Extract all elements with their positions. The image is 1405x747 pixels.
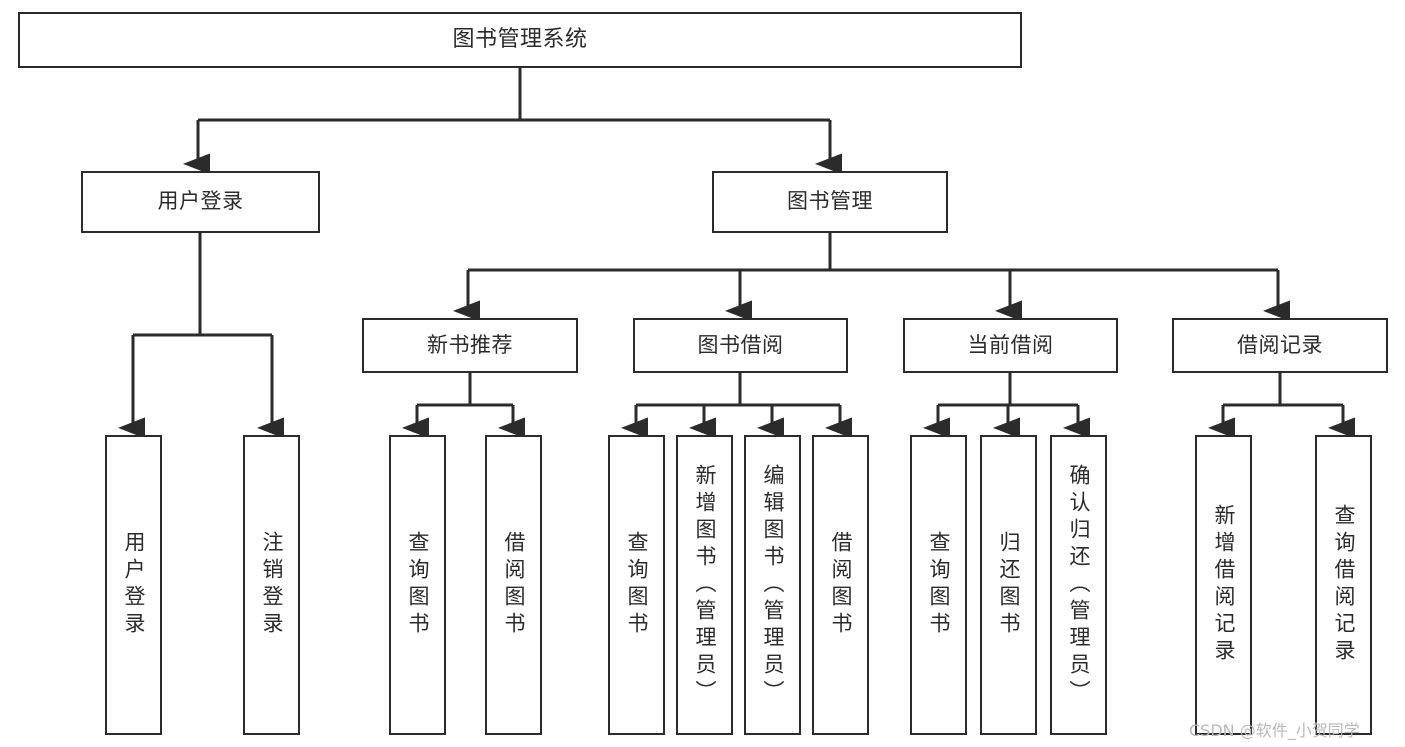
node-label: 查询图书 — [406, 531, 430, 639]
node-label: 注销登录 — [260, 531, 284, 639]
node-label: 新增图书（管理员） — [693, 463, 717, 707]
leaf-new-book-borrow[interactable]: 借阅图书 — [485, 435, 542, 735]
leaf-record-add-record[interactable]: 新增借阅记录 — [1195, 435, 1252, 735]
node-borrow-record[interactable]: 借阅记录 — [1172, 318, 1388, 373]
node-label: 新增借阅记录 — [1212, 504, 1236, 666]
node-label: 借阅图书 — [502, 531, 526, 639]
node-label: 当前借阅 — [967, 332, 1054, 357]
node-label: 编辑图书（管理员） — [761, 463, 785, 707]
leaf-current-query-book[interactable]: 查询图书 — [910, 435, 967, 735]
node-label: 图书管理系统 — [452, 26, 588, 52]
node-label: 查询图书 — [927, 531, 951, 639]
leaf-borrow-query-book[interactable]: 查询图书 — [608, 435, 665, 735]
node-label: 归还图书 — [997, 531, 1021, 639]
leaf-borrow-edit-book-admin[interactable]: 编辑图书（管理员） — [744, 435, 801, 735]
leaf-borrow-add-book-admin[interactable]: 新增图书（管理员） — [676, 435, 733, 735]
node-label: 借阅图书 — [829, 531, 853, 639]
leaf-record-query-record[interactable]: 查询借阅记录 — [1315, 435, 1372, 735]
leaf-current-confirm-return-admin[interactable]: 确认归还（管理员） — [1050, 435, 1107, 735]
node-label: 用户登录 — [122, 531, 146, 639]
node-label: 查询借阅记录 — [1332, 504, 1356, 666]
node-new-book-recommend[interactable]: 新书推荐 — [362, 318, 578, 373]
node-book-borrow[interactable]: 图书借阅 — [633, 318, 848, 373]
node-label: 确认归还（管理员） — [1067, 463, 1091, 707]
leaf-user-login-logout[interactable]: 注销登录 — [243, 435, 300, 735]
node-label: 图书管理 — [787, 189, 873, 214]
leaf-current-return-book[interactable]: 归还图书 — [980, 435, 1037, 735]
node-user-login[interactable]: 用户登录 — [81, 171, 320, 233]
leaf-new-book-query[interactable]: 查询图书 — [389, 435, 446, 735]
node-current-borrow[interactable]: 当前借阅 — [903, 318, 1118, 373]
node-root-system[interactable]: 图书管理系统 — [18, 12, 1022, 68]
node-label: 查询图书 — [625, 531, 649, 639]
node-label: 用户登录 — [157, 189, 244, 214]
node-label: 图书借阅 — [697, 332, 784, 357]
node-book-management[interactable]: 图书管理 — [712, 171, 948, 233]
watermark-text: CSDN @软件_小贺同学 — [1189, 721, 1360, 740]
leaf-user-login-login[interactable]: 用户登录 — [105, 435, 162, 735]
node-label: 新书推荐 — [427, 332, 513, 357]
node-label: 借阅记录 — [1237, 332, 1323, 357]
leaf-borrow-borrow-book[interactable]: 借阅图书 — [812, 435, 869, 735]
